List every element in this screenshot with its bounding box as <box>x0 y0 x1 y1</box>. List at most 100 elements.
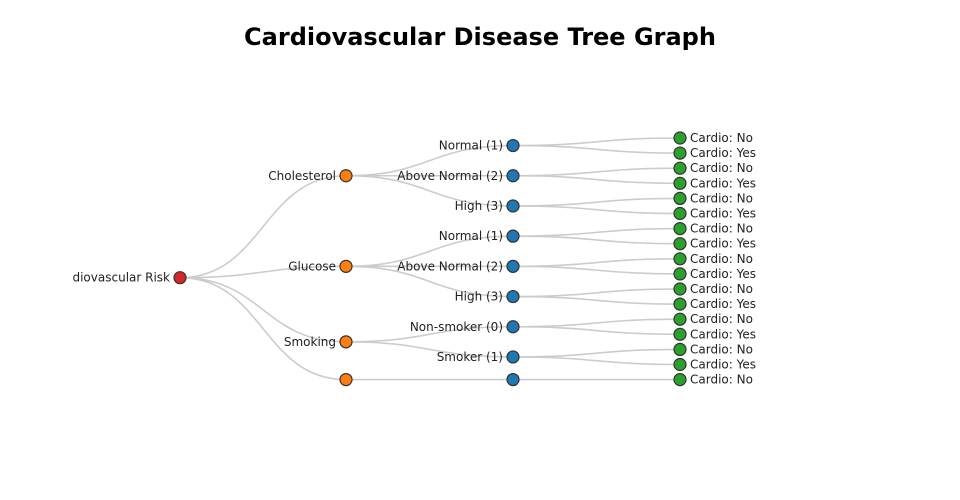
outcome-node[interactable]: Cardio: No <box>673 191 753 205</box>
outcome-node-marker[interactable] <box>673 237 687 251</box>
level-node[interactable]: Above Normal (2) <box>397 169 520 183</box>
root-node-marker[interactable] <box>173 271 187 285</box>
chart-title: Cardiovascular Disease Tree Graph <box>244 23 716 51</box>
tree-link <box>512 348 681 358</box>
outcome-node[interactable]: Cardio: No <box>673 131 753 145</box>
level-node-marker[interactable] <box>506 259 520 273</box>
tree-link <box>179 276 347 381</box>
level-node[interactable]: Non-smoker (0) <box>410 320 520 334</box>
outcome-node-marker[interactable] <box>673 267 687 281</box>
outcome-node[interactable]: Cardio: Yes <box>673 237 756 251</box>
tree-link <box>512 167 681 177</box>
outcome-node[interactable]: Cardio: Yes <box>673 327 756 341</box>
tree-link <box>512 325 681 336</box>
outcome-node[interactable]: Cardio: Yes <box>673 206 756 221</box>
outcome-node-marker[interactable] <box>673 297 687 311</box>
outcome-node-marker[interactable] <box>673 327 687 341</box>
outcome-node-label: Cardio: No <box>690 312 753 326</box>
tree-link <box>512 318 681 328</box>
outcome-node-marker[interactable] <box>673 312 687 326</box>
level-node-marker[interactable] <box>506 289 520 304</box>
tree-link <box>512 265 681 275</box>
outcome-node[interactable]: Cardio: No <box>673 373 753 387</box>
factor-node[interactable]: Glucose <box>288 259 353 273</box>
outcome-node[interactable]: Cardio: Yes <box>673 357 756 372</box>
level-node-marker[interactable] <box>506 320 520 334</box>
level-node-label: High (3) <box>455 290 503 304</box>
outcome-node-label: Cardio: Yes <box>690 358 756 372</box>
factor-node-marker[interactable] <box>339 259 353 273</box>
level-node-marker[interactable] <box>506 350 520 364</box>
outcome-node-marker[interactable] <box>673 373 687 387</box>
outcome-node-label: Cardio: No <box>690 252 753 266</box>
tree-link <box>512 144 681 154</box>
factor-node-marker[interactable] <box>339 169 353 183</box>
level-node-label: Smoker (1) <box>437 350 503 364</box>
outcome-node[interactable]: Cardio: Yes <box>673 176 756 190</box>
outcome-node-label: Cardio: No <box>690 282 753 296</box>
outcome-node[interactable]: Cardio: No <box>673 222 753 236</box>
outcome-node-label: Cardio: Yes <box>690 176 756 190</box>
tree-link <box>512 235 681 245</box>
factor-node[interactable]: Smoking <box>284 335 353 349</box>
tree-link <box>512 295 681 305</box>
outcome-node-marker[interactable] <box>673 131 687 145</box>
factor-node-marker[interactable] <box>339 335 353 349</box>
tree-link <box>345 235 514 268</box>
outcome-node[interactable]: Cardio: Yes <box>673 267 756 281</box>
outcome-node-label: Cardio: Yes <box>690 237 756 251</box>
outcome-node[interactable]: Cardio: No <box>673 161 753 175</box>
outcome-node-label: Cardio: Yes <box>690 207 756 221</box>
outcome-node[interactable]: Cardio: No <box>673 252 753 266</box>
level-node[interactable]: Normal (1) <box>439 229 520 243</box>
outcome-node-marker[interactable] <box>673 176 687 190</box>
factor-node-marker[interactable] <box>339 373 353 387</box>
outcome-node-label: Cardio: Yes <box>690 146 756 160</box>
level-node-label: High (3) <box>455 199 503 213</box>
outcome-node[interactable]: Cardio: Yes <box>673 146 756 160</box>
level-node-marker[interactable] <box>506 138 520 153</box>
outcome-node-marker[interactable] <box>673 161 687 175</box>
level-node-marker[interactable] <box>506 199 520 213</box>
level-node-marker[interactable] <box>506 229 520 243</box>
root-node[interactable]: diovascular Risk <box>72 271 187 285</box>
outcome-node-marker[interactable] <box>673 357 687 372</box>
level-node[interactable]: Above Normal (2) <box>397 259 520 273</box>
tree-links <box>179 137 681 381</box>
outcome-node-label: Cardio: Yes <box>690 297 756 311</box>
outcome-node-marker[interactable] <box>673 206 687 221</box>
outcome-node[interactable]: Cardio: No <box>673 312 753 326</box>
outcome-node-label: Cardio: No <box>690 222 753 236</box>
tree-link <box>345 341 514 358</box>
outcome-node-marker[interactable] <box>673 222 687 236</box>
outcome-node-marker[interactable] <box>673 252 687 266</box>
outcome-node-marker[interactable] <box>673 191 687 205</box>
outcome-node[interactable]: Cardio: No <box>673 342 753 356</box>
level-node[interactable] <box>506 373 520 387</box>
level-node[interactable]: High (3) <box>455 199 520 213</box>
tree-link <box>179 174 347 279</box>
level-node-label: Normal (1) <box>439 229 503 243</box>
outcome-node-marker[interactable] <box>673 282 687 296</box>
outcome-node[interactable]: Cardio: Yes <box>673 297 756 311</box>
level-node-marker[interactable] <box>506 169 520 183</box>
level-node-label: Above Normal (2) <box>397 259 503 273</box>
factor-node-label: Cholesterol <box>268 169 336 183</box>
outcome-node-marker[interactable] <box>673 342 687 356</box>
factor-node[interactable] <box>339 373 353 387</box>
level-node[interactable]: Normal (1) <box>439 138 520 153</box>
tree-link <box>179 265 347 279</box>
tree-link <box>512 227 681 237</box>
outcome-node[interactable]: Cardio: No <box>673 282 753 296</box>
level-node-marker[interactable] <box>506 373 520 387</box>
tree-link <box>345 265 514 298</box>
outcome-node-marker[interactable] <box>673 146 687 160</box>
tree-link <box>512 205 681 215</box>
factor-node-label: Smoking <box>284 335 336 349</box>
level-node[interactable]: Smoker (1) <box>437 350 520 364</box>
level-node[interactable]: High (3) <box>455 289 520 304</box>
tree-link <box>512 356 681 366</box>
factor-node[interactable]: Cholesterol <box>268 169 353 183</box>
